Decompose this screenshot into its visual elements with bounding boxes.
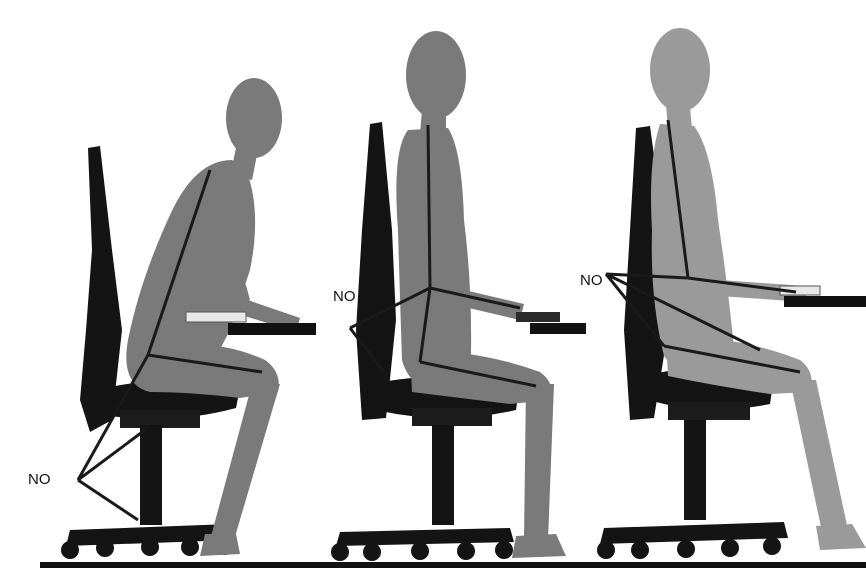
sitter-upright [396, 31, 566, 558]
foot [816, 524, 866, 550]
chair-seat-base [668, 402, 750, 420]
keyboard [186, 312, 246, 322]
panel-upright: NO [331, 31, 586, 561]
shin [790, 380, 848, 532]
head [226, 78, 282, 158]
floor-line [40, 562, 866, 568]
head [650, 28, 710, 112]
chair-column [432, 425, 454, 525]
keyboard [516, 312, 560, 322]
head [406, 31, 466, 119]
desk [530, 323, 586, 334]
desk [784, 296, 866, 307]
label-no-2: NO [333, 288, 356, 305]
label-no-3: NO [580, 272, 603, 289]
foot [200, 534, 240, 556]
chair-column [140, 425, 162, 525]
label-no-1: NO [28, 471, 51, 488]
chair-backrest [356, 122, 396, 420]
chair-base [336, 528, 514, 546]
chair-seat-base [412, 408, 492, 426]
chair-base [600, 522, 788, 544]
chair-column [684, 420, 706, 520]
panel-reclined: NO [580, 28, 866, 559]
sitter-reclined [650, 28, 866, 550]
shin [524, 384, 554, 540]
foot [512, 534, 566, 558]
desk [228, 323, 316, 335]
panel-slouched-forward: NO [28, 78, 316, 559]
